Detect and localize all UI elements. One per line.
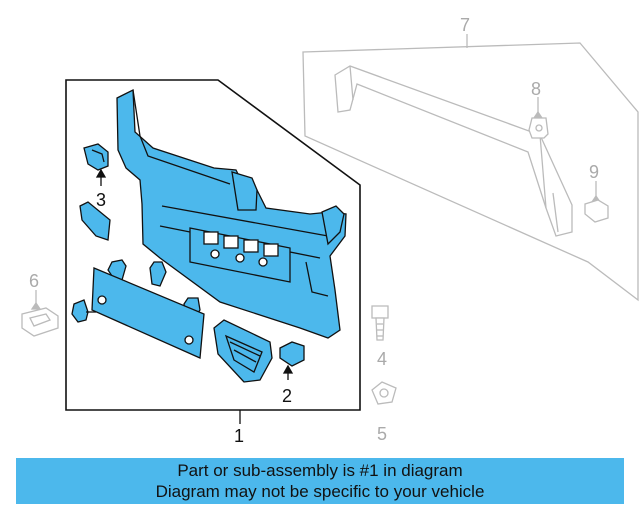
- callout-7: 7: [460, 15, 470, 35]
- callout-2: 2: [282, 386, 292, 406]
- push-pin: [71, 299, 96, 323]
- part-9-clip: [584, 181, 609, 223]
- part-3-clip: [83, 143, 109, 186]
- part-6-lamp: [21, 290, 59, 337]
- callout-3: 3: [96, 190, 106, 210]
- license-plate-trim: [91, 267, 205, 359]
- spoiler-assembly-outline: [302, 42, 639, 302]
- handle-assembly: [213, 319, 273, 383]
- callout-8: 8: [531, 79, 541, 99]
- info-banner: Part or sub-assembly is #1 in diagram Di…: [16, 458, 624, 504]
- part-2-clip: [279, 341, 305, 380]
- part-5-nut: [371, 381, 397, 405]
- parts-diagram: 7 8 9 6 4 5: [21, 15, 639, 446]
- callout-1: 1: [234, 426, 244, 446]
- liftgate-trim-panel: [116, 88, 347, 339]
- small-trim-piece: [79, 201, 111, 241]
- callout-9: 9: [589, 162, 599, 182]
- banner-line-1: Part or sub-assembly is #1 in diagram: [177, 461, 463, 480]
- banner-line-2: Diagram may not be specific to your vehi…: [155, 482, 485, 501]
- callout-5: 5: [377, 424, 387, 444]
- part-8-clip: [528, 97, 549, 139]
- callout-4: 4: [377, 349, 387, 369]
- callout-6: 6: [29, 271, 39, 291]
- part-1-assembly-frame: [65, 79, 361, 411]
- part-4-screw: [371, 305, 389, 341]
